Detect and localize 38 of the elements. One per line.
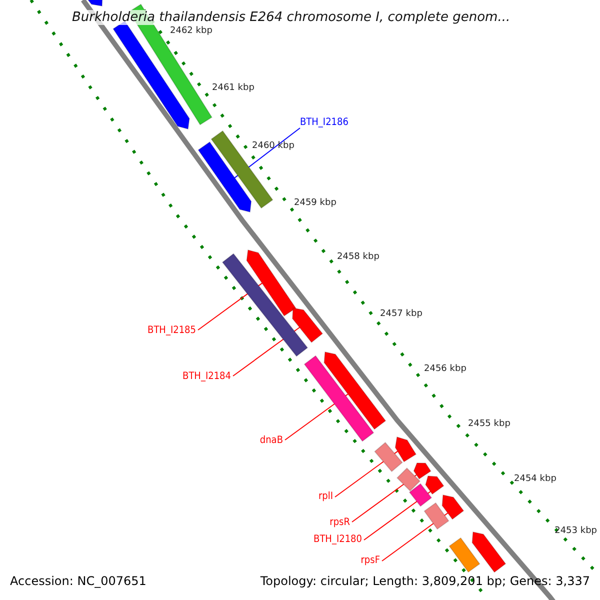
gene-feature <box>472 531 506 573</box>
tick-label: 2456 kbp <box>424 365 466 374</box>
tick-label: 2457 kbp <box>380 310 422 319</box>
gene-feature <box>448 537 480 573</box>
gene-feature <box>424 502 450 530</box>
gene-feature <box>246 249 296 317</box>
gene-label: dnaB <box>260 436 283 446</box>
gene-label: rpsR <box>330 518 350 528</box>
gene-label: BTH_I2186 <box>300 118 348 128</box>
gene-label: BTH_I2185 <box>148 326 196 336</box>
gene-feature <box>210 130 274 209</box>
gene-feature <box>442 494 464 520</box>
tick-label: 2461 kbp <box>212 84 254 93</box>
gene-feature <box>394 436 417 462</box>
gene-label: BTH_I2184 <box>182 372 231 382</box>
gene-feature <box>198 141 252 213</box>
gene-label: rpsF <box>360 556 380 566</box>
gene-feature <box>222 253 308 357</box>
tick-label: 2453 kbp <box>554 527 597 536</box>
tick-label: 2454 kbp <box>514 475 556 484</box>
tick-label: 2458 kbp <box>337 253 380 262</box>
accession-text: Accession: NC_007651 <box>10 575 146 587</box>
gene-feature <box>396 467 421 492</box>
gene-feature <box>324 351 386 430</box>
gene-label: rplI <box>318 492 333 502</box>
tick-label: 2455 kbp <box>468 420 510 429</box>
gene-feature <box>304 355 374 442</box>
gene-label: BTH_I2180 <box>314 535 362 545</box>
gene-feature <box>374 442 403 472</box>
tick-label: 2462 kbp <box>170 27 212 36</box>
gene-feature <box>408 483 432 507</box>
gene-feature <box>425 475 444 495</box>
leader-line <box>364 491 431 540</box>
tick-label: 2459 kbp <box>294 199 336 208</box>
gene-feature <box>413 462 432 480</box>
tick-label: 2460 kbp <box>252 142 294 151</box>
gene-feature <box>292 307 324 344</box>
summary-text: Topology: circular; Length: 3,809,201 bp; Genes: 3,337 <box>260 575 590 587</box>
